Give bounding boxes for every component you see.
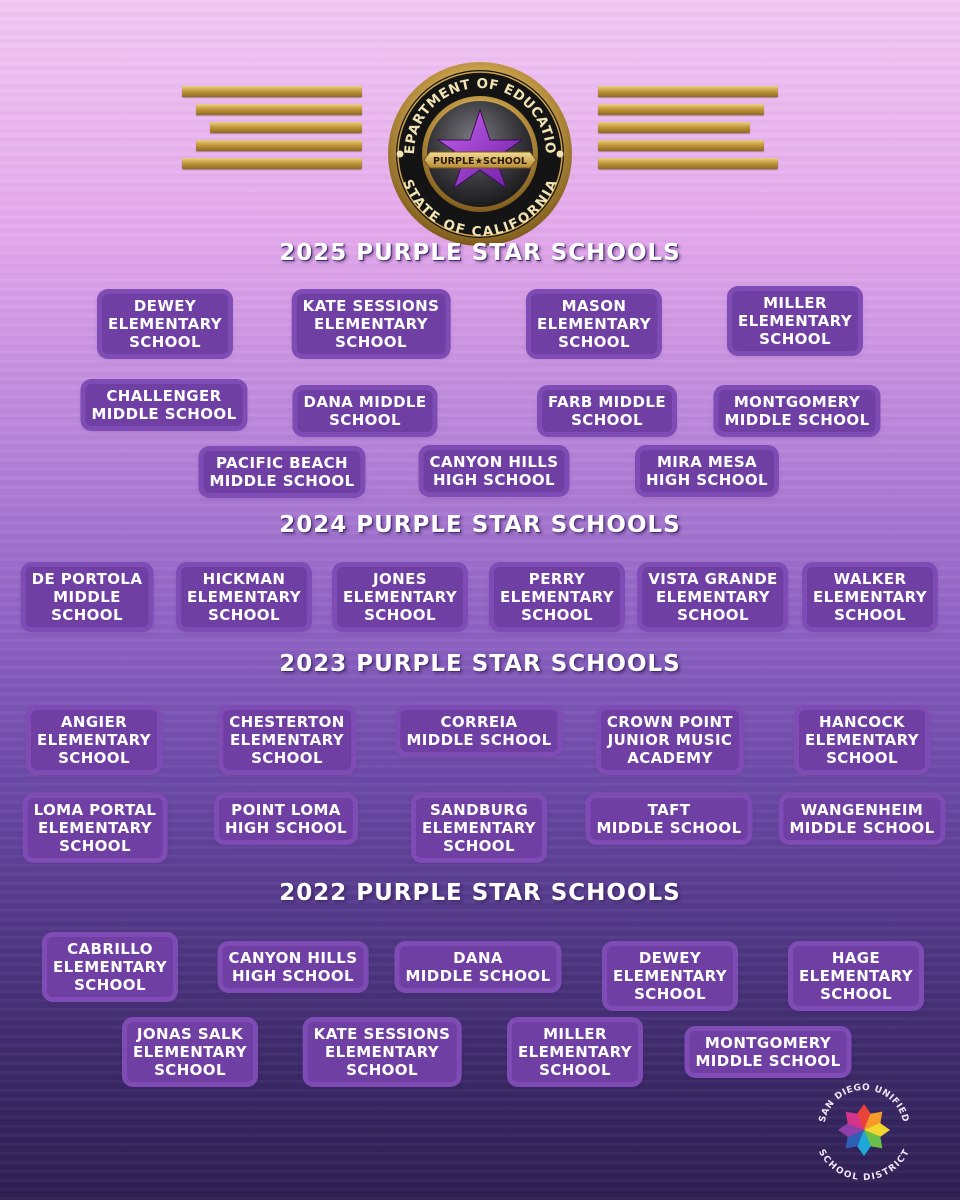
logo-petal bbox=[845, 1111, 864, 1130]
seal-left-dot-icon bbox=[396, 150, 404, 158]
logo-petal bbox=[864, 1130, 883, 1149]
logo-petal bbox=[838, 1123, 864, 1137]
seal-right-dot-icon bbox=[556, 150, 564, 158]
heading-2025: 2025 PURPLE STAR SCHOOLS bbox=[279, 240, 681, 266]
heading-2024: 2024 PURPLE STAR SCHOOLS bbox=[279, 512, 681, 538]
heading-2023: 2023 PURPLE STAR SCHOOLS bbox=[279, 651, 681, 677]
seal-ribbon bbox=[423, 151, 537, 169]
seal-ribbon-text: PURPLE★SCHOOL bbox=[433, 156, 527, 167]
heading-2022: 2022 PURPLE STAR SCHOOLS bbox=[279, 880, 681, 906]
logo-petal bbox=[864, 1111, 883, 1130]
logo-petal bbox=[864, 1123, 890, 1137]
logo-petal bbox=[857, 1130, 871, 1156]
right-gold-wing bbox=[598, 84, 778, 172]
purple-star-icon bbox=[436, 108, 524, 190]
department-of-education-seal: DEPARTMENT OF EDUCATION STATE OF CALIFOR… bbox=[386, 60, 572, 246]
logo-flower-icon bbox=[838, 1104, 890, 1156]
san-diego-unified-logo: SAN DIEGO UNIFIED SCHOOL DISTRICT bbox=[816, 1083, 911, 1183]
left-gold-wing bbox=[182, 84, 362, 172]
logo-petal bbox=[845, 1130, 864, 1149]
logo-petal bbox=[857, 1104, 871, 1130]
